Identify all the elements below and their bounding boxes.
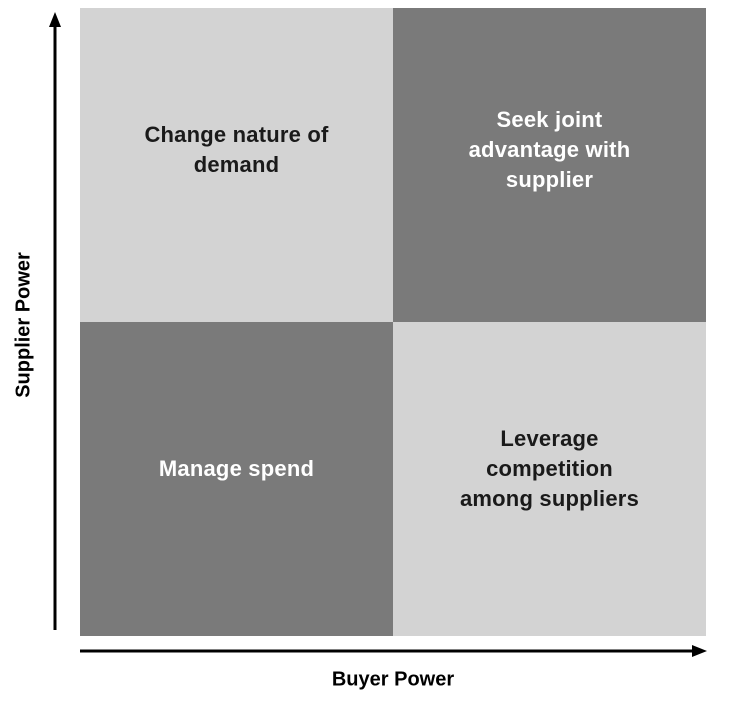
quadrant-top-right: Seek joint advantage with supplier bbox=[393, 8, 706, 322]
quadrant-bottom-left: Manage spend bbox=[80, 322, 393, 636]
quadrant-bottom-left-label: Manage spend bbox=[158, 456, 315, 481]
y-axis-label: Supplier Power bbox=[12, 252, 35, 398]
y-axis-arrow bbox=[49, 12, 61, 630]
quadrant-bottom-right-label: Leverage competition among suppliers bbox=[459, 426, 640, 511]
quadrant-top-left-label: Change nature of demand bbox=[144, 122, 329, 177]
x-axis-arrow bbox=[80, 645, 707, 657]
x-axis-label: Buyer Power bbox=[331, 668, 455, 691]
quadrant-bottom-right: Leverage competition among suppliers bbox=[393, 322, 706, 636]
quadrant-top-right-label: Seek joint advantage with supplier bbox=[468, 107, 631, 192]
quadrant-top-left: Change nature of demand bbox=[80, 8, 393, 322]
